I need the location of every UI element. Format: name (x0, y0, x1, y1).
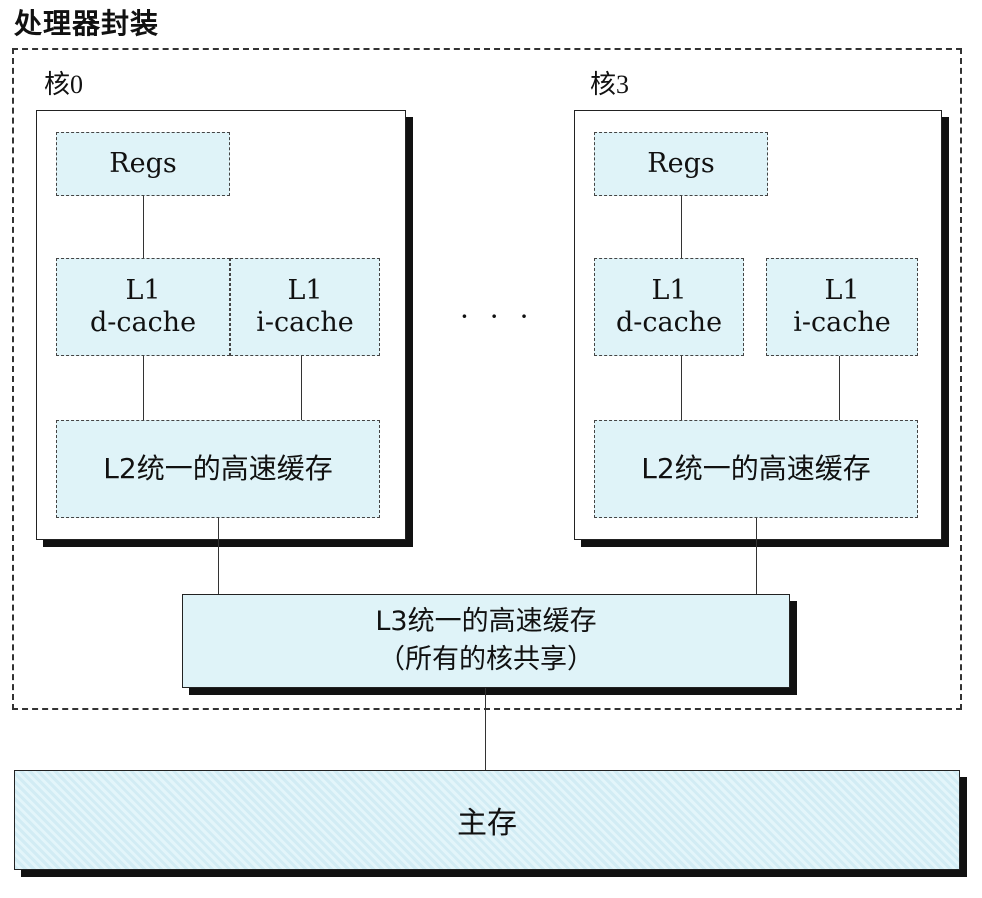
core-3-l1i-line2: i-cache (793, 307, 891, 338)
l3-shared-cache: L3统一的高速缓存 （所有的核共享） (182, 594, 790, 688)
l3-memory-link (485, 688, 486, 770)
core-0-regs-l1d-link (143, 196, 144, 258)
core-0-regs: Regs (56, 132, 230, 196)
core-0-l1-icache: L1 i-cache (230, 258, 380, 356)
core-3-l1d-line2: d-cache (615, 307, 723, 338)
core-0-l1i-line1: L1 (287, 275, 323, 306)
core-0-l1i-l2-link (301, 356, 302, 420)
core-3-regs-l1d-link (681, 196, 682, 258)
main-memory: 主存 (14, 770, 960, 870)
core-3-l1d-line1: L1 (651, 275, 687, 306)
processor-package-border (12, 48, 962, 710)
core-3-l2-label: L2统一的高速缓存 (641, 452, 871, 485)
core-3-l1-dcache: L1 d-cache (594, 258, 744, 356)
core-0-label: 核0 (44, 70, 84, 99)
main-memory-label: 主存 (457, 806, 517, 841)
core-0-l1d-l2-link (143, 356, 144, 420)
processor-package-title: 处理器封装 (14, 7, 160, 40)
core-3-l1-icache: L1 i-cache (766, 258, 918, 356)
core-0-l1-dcache: L1 d-cache (56, 258, 230, 356)
core-3-l1i-line1: L1 (824, 275, 860, 306)
core-3-label: 核3 (590, 70, 630, 99)
core-3-l1i-l2-link (839, 356, 840, 420)
core-3-l2-l3-link (756, 518, 757, 594)
core-3-regs-label: Regs (647, 148, 715, 179)
core-0-l2-label: L2统一的高速缓存 (103, 452, 333, 485)
core-3-l1d-l2-link (681, 356, 682, 420)
core-0-l1d-line1: L1 (125, 275, 161, 306)
core-0-l2-cache: L2统一的高速缓存 (56, 420, 380, 518)
core-3-regs: Regs (594, 132, 768, 196)
core-0-l1i-line2: i-cache (256, 307, 354, 338)
core-0-l1d-line2: d-cache (89, 307, 197, 338)
l3-label-line1: L3统一的高速缓存 (375, 606, 597, 637)
core-0-l2-l3-link (218, 518, 219, 594)
core-0-regs-label: Regs (109, 148, 177, 179)
more-cores-ellipsis: · · · (460, 300, 535, 333)
l3-label-line2: （所有的核共享） (378, 644, 594, 675)
core-3-l2-cache: L2统一的高速缓存 (594, 420, 918, 518)
